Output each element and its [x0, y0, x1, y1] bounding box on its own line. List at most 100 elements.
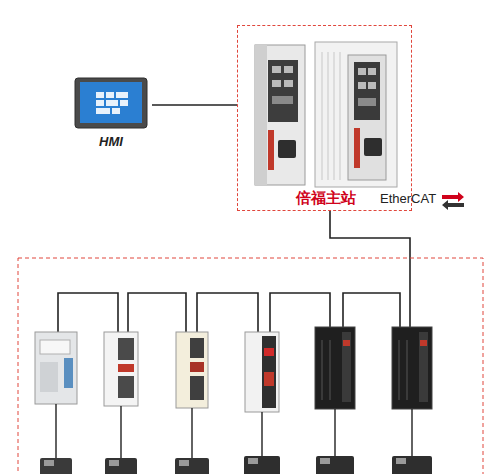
motor-plug [248, 458, 258, 464]
port [358, 68, 366, 75]
drive-6 [392, 327, 432, 409]
motors [40, 456, 432, 474]
drive-terminal [190, 362, 204, 372]
drive-heatsink [40, 362, 58, 392]
slave-group-frame [18, 258, 483, 474]
drive-1 [35, 332, 77, 404]
ipc-front-panel [354, 62, 380, 120]
red-strip [268, 130, 274, 170]
heat-fin [340, 52, 341, 180]
heat-fin [398, 340, 400, 400]
motor-plug [44, 460, 54, 466]
drive-4 [245, 332, 279, 412]
ethercat-logo-arrows [442, 192, 464, 210]
chain-wire [343, 293, 400, 327]
port [284, 66, 293, 73]
heat-fin [321, 340, 323, 400]
ipc-body [315, 42, 397, 187]
drive-body [35, 332, 77, 404]
motor-cable [334, 409, 335, 458]
motor [105, 458, 137, 474]
motor-cables [56, 404, 412, 458]
ipc-small [255, 45, 305, 185]
drive-panel [118, 376, 134, 398]
port [368, 82, 376, 89]
ipc-front [348, 55, 386, 180]
tablet-screen [80, 82, 142, 123]
heat-fin [329, 340, 331, 400]
drive-display [264, 348, 274, 356]
connector-line [152, 104, 237, 106]
screen-tile [116, 92, 128, 98]
port [358, 98, 376, 106]
drive-panel [342, 332, 351, 402]
drive-display [420, 340, 427, 346]
port [272, 96, 293, 104]
drive-panel [190, 338, 204, 358]
drive-5 [315, 327, 355, 409]
heat-fin [334, 52, 335, 180]
screen-tile [96, 100, 104, 106]
drive-label [40, 340, 70, 354]
motor [392, 456, 432, 474]
drive-terminal [118, 364, 134, 372]
port [284, 80, 293, 87]
drive-display [343, 340, 350, 346]
drive-panel [118, 338, 134, 360]
protocol-logo-text: EtherCAT [380, 191, 436, 206]
screen-tile [96, 108, 110, 114]
heat-fin [328, 52, 329, 180]
drive-panel [419, 332, 428, 402]
hmi-node: HMI [70, 74, 152, 156]
motor-plug [320, 458, 330, 464]
drive-body [176, 332, 208, 408]
heat-fin [406, 340, 408, 400]
drive-2 [104, 332, 138, 406]
port [272, 80, 281, 87]
motor-plug [396, 458, 406, 464]
red-strip [354, 128, 360, 168]
drive-terminal [64, 358, 73, 388]
motor-cable [411, 409, 412, 458]
drive-terminal [264, 372, 274, 386]
motor-cable [191, 408, 192, 458]
chain-wire [270, 293, 330, 332]
ipc-front-panel [268, 60, 298, 122]
chain-wire [197, 293, 258, 332]
motor [316, 456, 354, 474]
chain-wire [128, 293, 186, 332]
drive-panel [190, 376, 204, 400]
logo-arrow [442, 200, 464, 210]
drive-body [392, 327, 432, 409]
motor-cable [55, 404, 56, 458]
screen-tile [96, 92, 104, 98]
port [272, 66, 281, 73]
master-station-group: 倍福主站 [237, 25, 412, 211]
motor [175, 458, 209, 474]
drive-panel [262, 336, 276, 408]
connector [364, 138, 382, 156]
ipc-side [255, 45, 267, 185]
heat-fin [322, 52, 323, 180]
drive-body [315, 327, 355, 409]
drive-body [104, 332, 138, 406]
motor-cable [261, 412, 262, 458]
logo-arrow [442, 192, 464, 202]
motor-plug [109, 460, 119, 466]
chain-wire [58, 293, 118, 332]
screen-tile [106, 92, 114, 98]
motor-plug [179, 460, 189, 466]
node-label: HMI [70, 134, 152, 150]
tablet-frame [75, 78, 147, 128]
motor [40, 458, 72, 474]
hmi-tablet [75, 78, 147, 128]
port [358, 82, 366, 89]
ipc-large [315, 42, 397, 187]
daisy-chain [58, 293, 400, 332]
motor-cable [120, 406, 121, 458]
screen-tile [106, 100, 118, 106]
bus-wire [330, 210, 410, 327]
